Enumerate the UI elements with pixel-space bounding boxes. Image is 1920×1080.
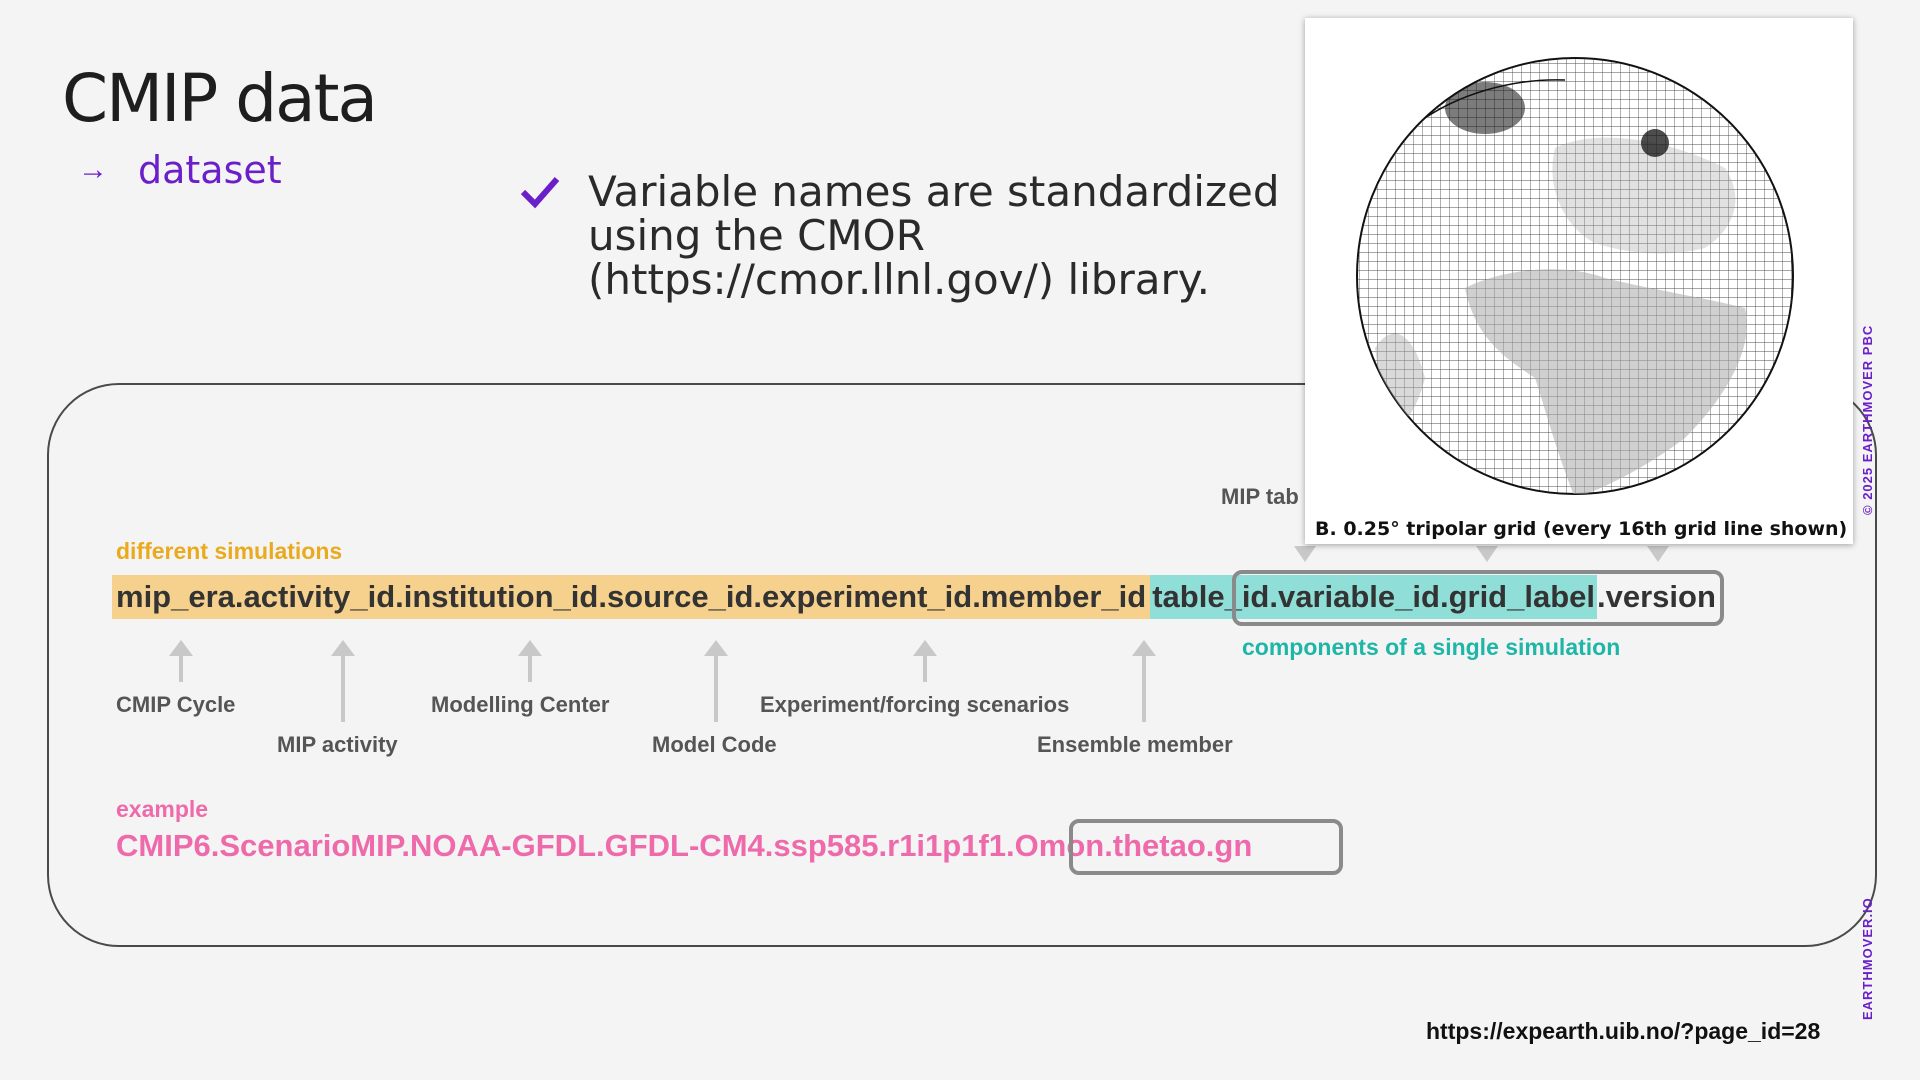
- template-version-part: .version: [1597, 579, 1716, 614]
- annotation-mip-activity: MIP activity: [277, 732, 398, 757]
- arrow-ensemble-member: [1132, 640, 1156, 722]
- globe-caption: B. 0.25° tripolar grid (every 16th grid …: [1315, 518, 1848, 540]
- label-mip-table: MIP tab: [1221, 484, 1299, 509]
- naming-template: mip_era.activity_id.institution_id.sourc…: [112, 575, 1716, 619]
- example-boxed: Omon.thetao.gn: [1014, 828, 1253, 863]
- template-component-part: table_id.variable_id.grid_label: [1150, 575, 1597, 619]
- arrow-down-variable: [1476, 546, 1498, 562]
- example-highlight-box: [1069, 819, 1343, 875]
- annotation-experiment: Experiment/forcing scenarios: [760, 692, 1070, 717]
- arrow-right-icon: →: [78, 153, 108, 186]
- subnav: → dataset: [78, 148, 282, 192]
- arrow-experiment: [913, 640, 937, 682]
- footer-url-link[interactable]: https://expearth.uib.no/?page_id=28: [1426, 1018, 1821, 1044]
- annotation-cmip-cycle: CMIP Cycle: [116, 692, 236, 717]
- tripolar-grid-globe: [1356, 57, 1794, 495]
- check-note: Variable names are standardized using th…: [520, 170, 1308, 302]
- page-title: CMIP data: [62, 60, 378, 137]
- arrow-mip-activity: [331, 640, 355, 722]
- template-simulation-part: mip_era.activity_id.institution_id.sourc…: [112, 575, 1151, 619]
- label-example: example: [116, 796, 209, 822]
- checkmark-icon: [520, 170, 588, 302]
- arrow-down-grid: [1647, 546, 1669, 562]
- annotation-ensemble-member: Ensemble member: [1037, 732, 1233, 757]
- globe-figure: B. 0.25° tripolar grid (every 16th grid …: [1305, 18, 1853, 544]
- arrow-modelling-center: [518, 640, 542, 682]
- arrow-down-table: [1294, 546, 1316, 562]
- example-prefix: CMIP6.ScenarioMIP.NOAA-GFDL.GFDL-CM4.ssp…: [116, 828, 1015, 863]
- annotation-modelling-center: Modelling Center: [431, 692, 610, 717]
- component-highlight-box: [1232, 570, 1724, 626]
- check-text: Variable names are standardized using th…: [588, 167, 1280, 304]
- annotation-model-code: Model Code: [652, 732, 777, 757]
- example-id: CMIP6.ScenarioMIP.NOAA-GFDL.GFDL-CM4.ssp…: [116, 828, 1252, 864]
- arrow-cmip-cycle: [169, 640, 193, 682]
- subnav-label: dataset: [138, 148, 282, 192]
- label-components: components of a single simulation: [1242, 634, 1621, 660]
- label-different-simulations: different simulations: [116, 538, 343, 564]
- naming-frame: [47, 383, 1877, 947]
- arrow-model-code: [704, 640, 728, 722]
- copyright-vertical: © 2025 EARTHMOVER PBC: [1860, 324, 1875, 515]
- site-vertical: EARTHMOVER.IO: [1860, 897, 1875, 1020]
